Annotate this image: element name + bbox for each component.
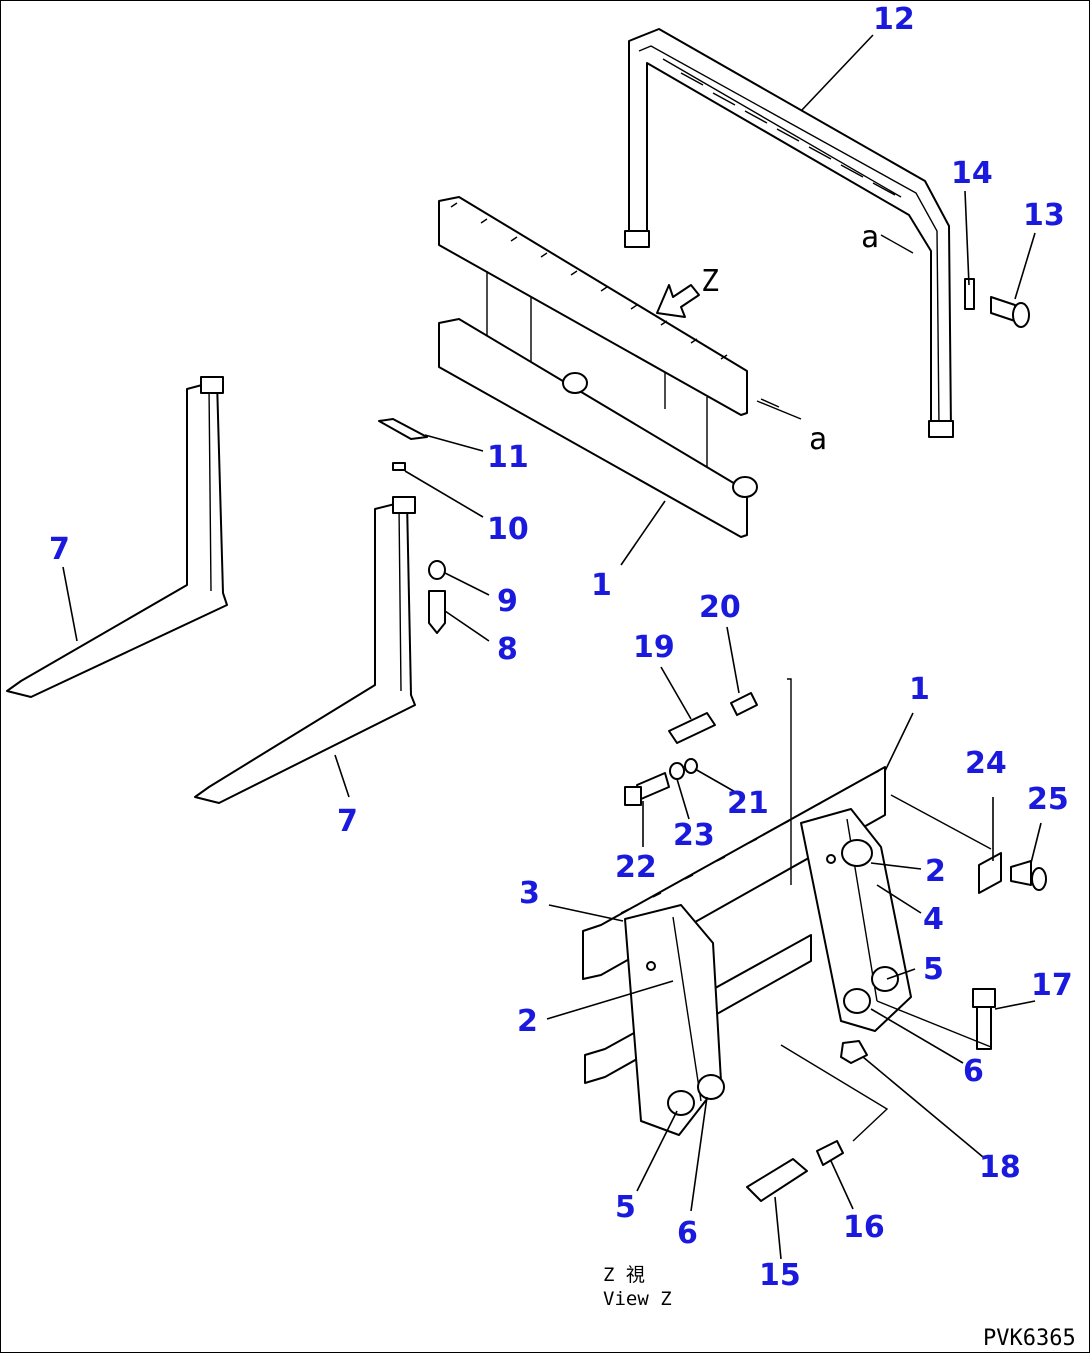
callout-24: 24 (965, 746, 1007, 781)
callout-17: 17 (1031, 968, 1073, 1003)
bracket-4-right (800, 808, 912, 1032)
callout-11: 11 (487, 440, 529, 475)
fork-7-left (6, 376, 228, 698)
callout-13: 13 (1023, 198, 1065, 233)
callout-6: 6 (677, 1216, 698, 1251)
bolt-25 (1010, 860, 1047, 891)
carriage-1-upper (438, 196, 780, 538)
view-label-en: View Z (603, 1288, 672, 1310)
pin-15 (746, 1158, 808, 1202)
callout-1: 1 (591, 568, 612, 603)
washer-23 (669, 762, 685, 780)
ref-a-top: a (861, 220, 879, 255)
callout-2: 2 (517, 1004, 538, 1039)
stopper-pin-8 (428, 590, 446, 634)
callout-23: 23 (673, 818, 715, 853)
callout-4: 4 (923, 902, 944, 937)
callout-12: 12 (873, 2, 915, 37)
callout-5: 5 (615, 1190, 636, 1225)
callout-7: 7 (337, 804, 358, 839)
callout-9: 9 (497, 584, 518, 619)
view-z-letter: Z (701, 264, 719, 299)
callout-numbers: 12 14 13 11 10 7 9 8 1 20 19 1 7 24 25 2… (49, 2, 1073, 1293)
bolt-17 (972, 988, 996, 1050)
callout-1: 1 (909, 672, 930, 707)
callout-2: 2 (925, 854, 946, 889)
bolt-13 (990, 296, 1030, 328)
callout-10: 10 (487, 512, 529, 547)
callout-25: 25 (1027, 782, 1069, 817)
grease-fitting-16 (816, 1140, 844, 1166)
view-label-jp: Z 視 (603, 1264, 645, 1286)
view-z-arrow (656, 284, 700, 318)
callout-14: 14 (951, 156, 993, 191)
ref-a-bottom-arrow (756, 400, 802, 420)
callout-21: 21 (727, 786, 769, 821)
callout-18: 18 (979, 1150, 1021, 1185)
callout-19: 19 (633, 630, 675, 665)
callout-20: 20 (699, 590, 741, 625)
grease-fitting-20 (730, 692, 758, 716)
pin-10 (392, 462, 406, 471)
spring-9 (428, 560, 446, 580)
callout-22: 22 (615, 850, 657, 885)
nut-18 (840, 1040, 868, 1064)
lock-washer-21 (684, 758, 698, 774)
plate-24 (978, 852, 1002, 894)
callout-15: 15 (759, 1258, 801, 1293)
callout-8: 8 (497, 632, 518, 667)
callout-5: 5 (923, 952, 944, 987)
load-backrest-12 (624, 28, 954, 438)
bracket-3-left (624, 904, 725, 1136)
handle-11 (378, 418, 428, 440)
callout-3: 3 (519, 876, 540, 911)
callout-6: 6 (963, 1054, 984, 1089)
leader-lines (62, 34, 1042, 1260)
drawing-code: PVK6365 (983, 1326, 1076, 1351)
pin-19 (668, 712, 716, 744)
ref-a-bottom: a (809, 422, 827, 457)
callout-7: 7 (49, 532, 70, 567)
bolt-22 (624, 772, 670, 806)
fork-7-right (194, 496, 416, 804)
callout-16: 16 (843, 1210, 885, 1245)
ref-a-top-arrow (880, 234, 914, 254)
